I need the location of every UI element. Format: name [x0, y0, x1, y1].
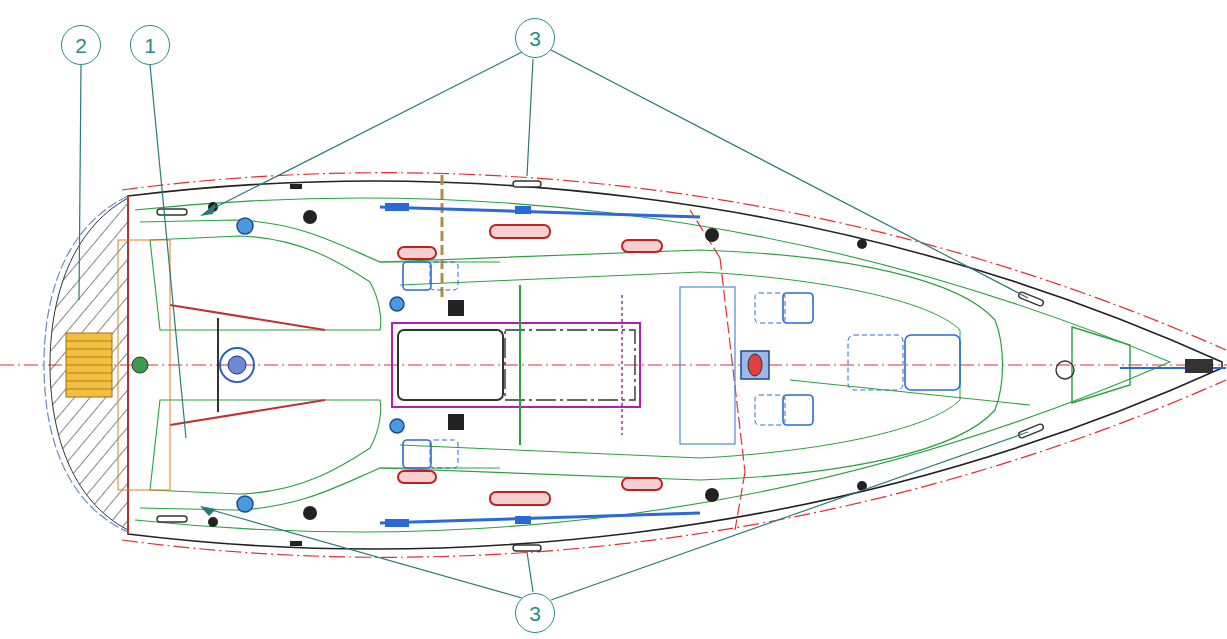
- tiller: [217, 318, 219, 412]
- portlights: [398, 225, 662, 505]
- centerline: [0, 365, 1227, 366]
- bow-roller: [1185, 359, 1213, 373]
- sprayhood: [680, 287, 735, 444]
- companionway: [392, 323, 640, 407]
- callout-circle: 1: [130, 25, 170, 65]
- coachroof-inner: [400, 272, 960, 458]
- mast-step: [741, 351, 769, 379]
- cockpit-seats: [150, 236, 381, 494]
- callout-number: 3: [529, 603, 541, 624]
- callout-circle: 3: [515, 593, 555, 633]
- leader-lines: [79, 50, 1028, 600]
- hatch-slide: [398, 330, 503, 400]
- hull-max-beam: [122, 173, 1226, 558]
- deck-edge: [135, 198, 1170, 532]
- callout-number: 3: [529, 28, 541, 49]
- deck-hatches: [403, 262, 960, 468]
- traveler: [170, 305, 325, 425]
- grating-slats: [66, 341, 112, 389]
- callout-number: 2: [75, 35, 87, 56]
- windlass: [1056, 361, 1074, 379]
- genoa-tracks: [380, 207, 700, 523]
- pedestal-hub: [228, 356, 246, 374]
- swim-platform: [50, 198, 128, 530]
- callout-number: 1: [144, 35, 156, 56]
- fittings: [208, 184, 867, 546]
- leader-arrowheads: [200, 203, 216, 516]
- coachroof: [380, 250, 1003, 480]
- rail-mark: [441, 175, 444, 300]
- winches: [237, 218, 404, 512]
- callout-circle: 3: [515, 18, 555, 58]
- fuel-cap: [132, 357, 148, 373]
- callout-circle: 2: [61, 25, 101, 65]
- cleats: [157, 181, 1044, 551]
- boarding-grating: [66, 333, 112, 397]
- platform-edge: [44, 196, 128, 532]
- hull-outline: [128, 181, 1222, 549]
- transom: [127, 196, 129, 534]
- cockpit-coaming: [140, 220, 500, 510]
- helm-area: [118, 240, 170, 490]
- anchor-locker: [1072, 327, 1130, 403]
- pedestal: [220, 348, 254, 382]
- handrail: [519, 285, 521, 445]
